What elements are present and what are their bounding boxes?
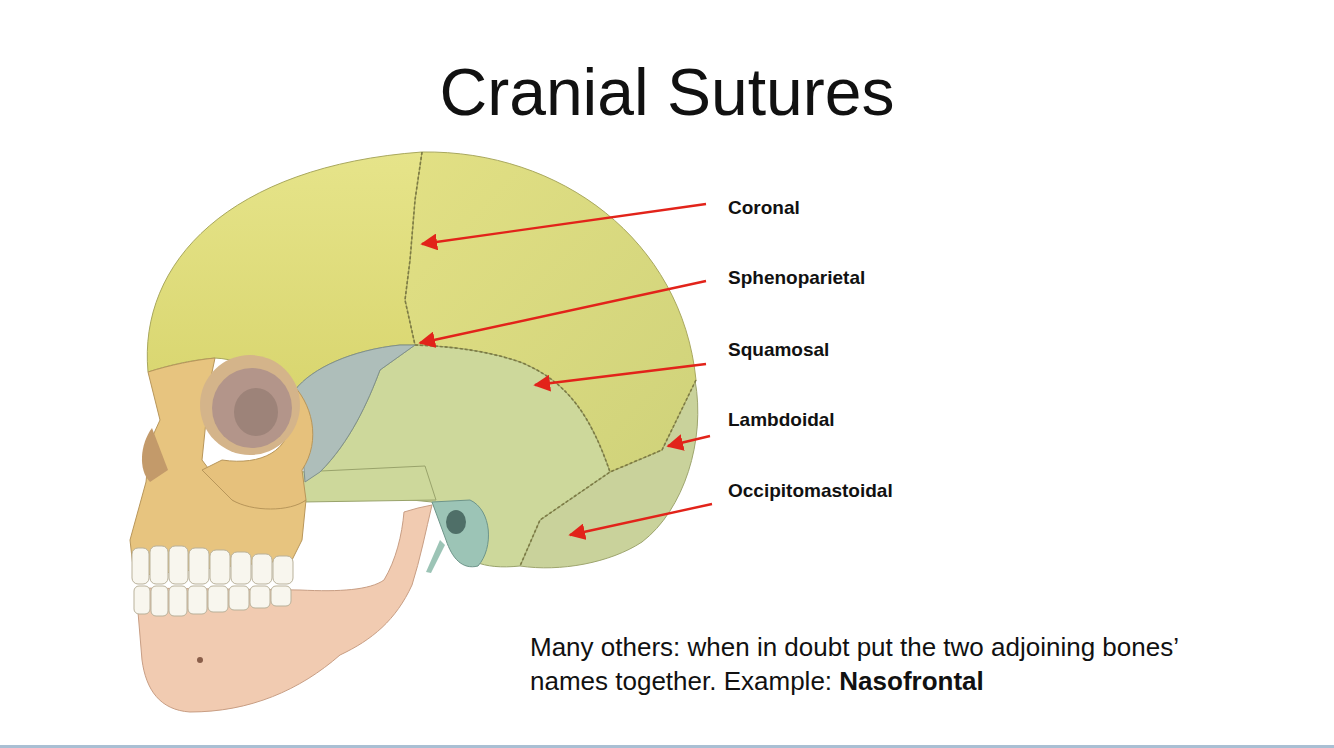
mandible-bone	[136, 505, 432, 712]
teeth-part	[210, 550, 230, 584]
teeth-part	[271, 586, 291, 606]
teeth-part	[252, 554, 272, 584]
bottom-rule	[0, 745, 1334, 748]
slide-title: Cranial Sutures	[0, 52, 1334, 132]
note-text: Many others: when in doubt put the two a…	[530, 630, 1210, 698]
sphenoid-bone	[295, 345, 415, 482]
mental-foramen	[197, 657, 203, 663]
teeth-part	[169, 546, 188, 584]
suture-lines	[405, 152, 696, 566]
orbit-cavity	[212, 368, 292, 448]
suture-lines-part	[405, 152, 422, 345]
orbit-rim	[200, 355, 300, 455]
nasal-aperture	[142, 428, 168, 482]
teeth-part	[229, 586, 249, 610]
leader-lines-part	[668, 436, 710, 446]
leader-lines-part	[422, 204, 706, 244]
suture-lines-part	[415, 345, 610, 472]
auditory-meatus	[446, 510, 466, 534]
styloid-process	[426, 540, 445, 573]
teeth-part	[169, 586, 187, 616]
mastoid-process	[432, 500, 488, 567]
suture-label: Sphenoparietal	[728, 266, 865, 290]
teeth-part	[150, 546, 168, 584]
teeth-part	[132, 548, 149, 584]
suture-label: Squamosal	[728, 338, 829, 362]
leader-lines	[420, 204, 712, 535]
leader-lines-part	[535, 364, 706, 385]
teeth-part	[151, 586, 168, 616]
teeth-part	[273, 556, 293, 584]
teeth-part	[231, 552, 251, 584]
suture-label: Occipitomastoidal	[728, 479, 893, 503]
teeth-part	[250, 586, 270, 608]
orbit-depth	[234, 388, 278, 436]
teeth	[132, 546, 293, 616]
suture-label: Coronal	[728, 196, 800, 220]
leader-lines-part	[420, 281, 706, 343]
leader-lines-part	[570, 504, 712, 535]
suture-lines-part	[520, 380, 696, 566]
teeth-part	[188, 586, 207, 614]
teeth-part	[134, 586, 150, 614]
example-term: Nasofrontal	[839, 666, 983, 696]
teeth-part	[189, 548, 209, 584]
suture-label: Lambdoidal	[728, 408, 835, 432]
teeth-part	[208, 586, 228, 612]
